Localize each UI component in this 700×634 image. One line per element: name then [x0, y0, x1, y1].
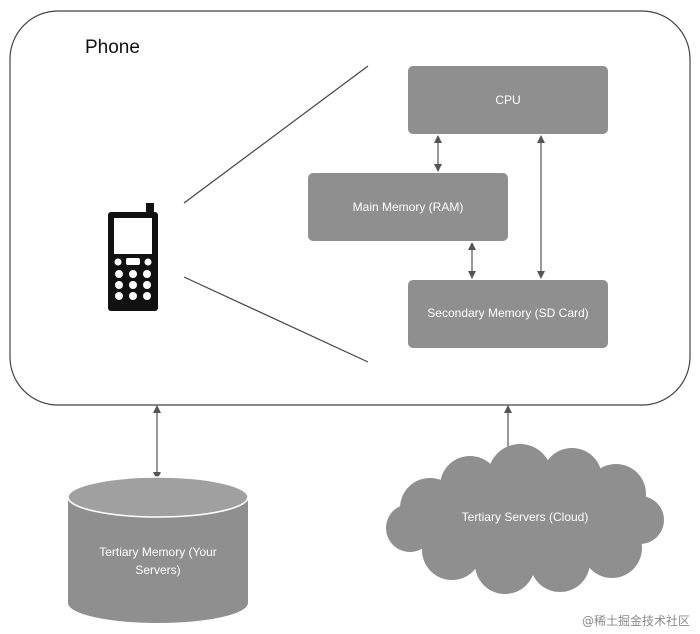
ram-label: Main Memory (RAM)	[353, 200, 464, 214]
mobile-phone-icon	[108, 203, 158, 311]
servers-cylinder: Tertiary Memory (Your Servers)	[67, 476, 249, 623]
ram-node: Main Memory (RAM)	[308, 173, 508, 241]
sd-node: Secondary Memory (SD Card)	[408, 280, 608, 348]
zoom-line-top	[183, 65, 369, 204]
cloud-node: Tertiary Servers (Cloud)	[386, 444, 664, 594]
servers-label-line1: Tertiary Memory (Your	[99, 545, 217, 559]
watermark: @稀土掘金技术社区	[582, 613, 690, 628]
servers-label-line2: Servers)	[135, 563, 180, 577]
phone-title: Phone	[85, 37, 140, 58]
sd-label: Secondary Memory (SD Card)	[427, 306, 588, 320]
zoom-line-bottom	[183, 276, 369, 363]
cpu-label: CPU	[495, 93, 520, 107]
cloud-icon	[386, 444, 664, 594]
cloud-label: Tertiary Servers (Cloud)	[462, 510, 589, 524]
cpu-node: CPU	[408, 66, 608, 134]
